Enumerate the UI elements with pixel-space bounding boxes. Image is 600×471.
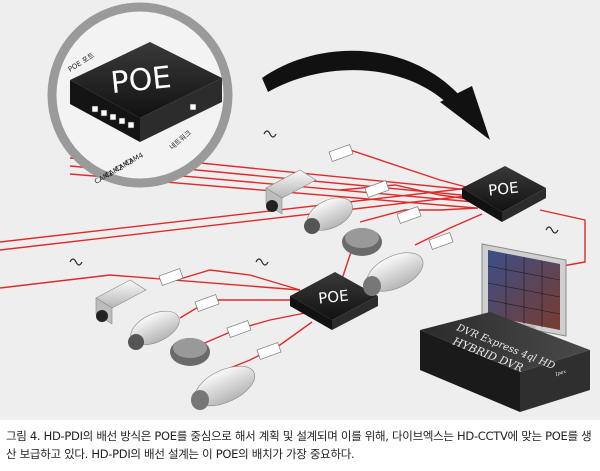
adapter-2 bbox=[364, 180, 390, 198]
adapter-7 bbox=[226, 320, 252, 338]
zoom-inset: POE POE 포트 CAM4 CAM3 CAM2 CAM1 네트워크 bbox=[47, 2, 233, 188]
monitor-tiles bbox=[487, 254, 561, 327]
adapter-8 bbox=[256, 342, 282, 360]
adapter-6 bbox=[194, 294, 220, 312]
cable-break-marks bbox=[69, 130, 559, 266]
port-3 bbox=[109, 113, 117, 121]
poe-right-side bbox=[502, 188, 546, 222]
adapter-5 bbox=[158, 268, 184, 286]
adapter-3 bbox=[396, 206, 422, 224]
break-mark-1 bbox=[69, 258, 83, 266]
cam-cable-c bbox=[359, 207, 479, 223]
zoom-poe-side bbox=[140, 78, 222, 142]
cam-cable-g bbox=[199, 311, 311, 346]
adapters bbox=[158, 144, 454, 360]
port-1 bbox=[91, 105, 99, 113]
dvr-brand: Ipex bbox=[554, 369, 567, 378]
monitor bbox=[481, 243, 567, 345]
trunk-cable-2 bbox=[0, 195, 467, 251]
cam-cable-f bbox=[179, 299, 305, 319]
camera-bullet-lower bbox=[128, 310, 180, 350]
cam-cable-e bbox=[169, 269, 301, 291]
port-6 bbox=[189, 103, 197, 111]
break-mark-2 bbox=[263, 130, 277, 138]
poe-right-top bbox=[462, 166, 546, 212]
poe-center-side bbox=[332, 296, 378, 330]
poe-wiring-diagram: POE POE 포트 CAM4 CAM3 CAM2 CAM1 네트워크 POE bbox=[0, 0, 600, 420]
camera-box-upper bbox=[265, 169, 317, 215]
cam-cable-d bbox=[414, 213, 483, 246]
poe-center-label: POE bbox=[317, 286, 349, 307]
zoom-poe-label: POE bbox=[109, 60, 173, 101]
zoom-poe-top bbox=[70, 42, 222, 118]
port-5 bbox=[127, 121, 135, 129]
poe-center-top bbox=[290, 272, 378, 320]
break-mark-4 bbox=[545, 226, 559, 234]
camera-dome-lower bbox=[170, 338, 210, 366]
dvr-front bbox=[420, 330, 520, 412]
port-4 bbox=[118, 117, 126, 125]
adapter-4 bbox=[428, 232, 454, 250]
dvr-side bbox=[520, 350, 590, 412]
zoom-ports bbox=[91, 103, 197, 129]
adapter-1 bbox=[328, 144, 354, 162]
poe-center: POE bbox=[290, 272, 378, 330]
figure-caption: 그림 4. HD-PDI의 배선 방식은 POE를 중심으로 해서 계획 및 설… bbox=[6, 429, 592, 461]
break-mark-3 bbox=[255, 258, 269, 266]
camera-bullet-upper-2 bbox=[363, 252, 424, 296]
arrow-body bbox=[262, 50, 462, 106]
poe-center-front bbox=[290, 296, 332, 330]
camera-box-lower bbox=[95, 279, 147, 325]
trunk-cable-1 bbox=[0, 187, 471, 243]
port-2 bbox=[100, 109, 108, 117]
camera-dome-upper bbox=[342, 228, 382, 256]
camera-bullet-upper bbox=[304, 197, 353, 234]
trunk-cable-3 bbox=[0, 274, 301, 291]
dvr-top bbox=[420, 312, 590, 372]
zoom-arrow bbox=[262, 50, 490, 140]
poe-right-front bbox=[462, 188, 502, 222]
camera-bullet-lower-2 bbox=[191, 365, 256, 410]
poe-right-label: POE bbox=[487, 178, 519, 199]
poe-right: POE bbox=[462, 166, 546, 222]
arrow-head bbox=[440, 86, 490, 140]
dvr-unit: DVR Express 4ql HD HYBRID DVR Ipex bbox=[420, 312, 590, 412]
